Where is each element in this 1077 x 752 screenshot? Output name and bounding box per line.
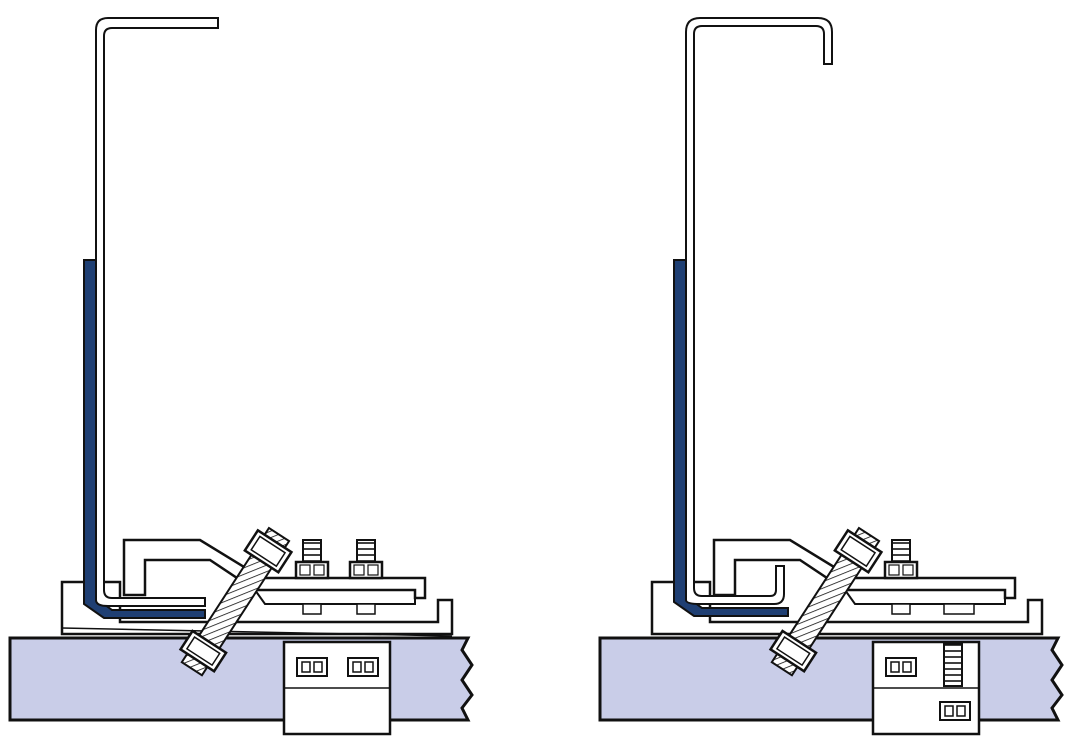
connection-detail-left <box>8 17 474 736</box>
support-beam-right <box>598 636 1064 722</box>
vertical-bolt-right-1 <box>883 539 919 615</box>
clamp-nut-right-1 <box>885 657 917 677</box>
clamp-bolt-right <box>943 643 963 687</box>
vertical-bolt-left-2 <box>348 539 384 615</box>
connection-detail-right <box>598 17 1064 736</box>
clamp-nut-right-2 <box>939 701 971 721</box>
support-beam-left <box>8 636 474 722</box>
vertical-bolt-left-1 <box>294 539 330 615</box>
purlin-channel-right <box>685 17 833 605</box>
slanted-bolt-left <box>178 526 294 677</box>
clamp-nut-left-2 <box>347 657 379 677</box>
purlin-channel-left <box>95 17 219 607</box>
clamp-nut-left-1 <box>296 657 328 677</box>
plate-slot-right <box>943 603 975 615</box>
slanted-bolt-right <box>768 526 884 677</box>
